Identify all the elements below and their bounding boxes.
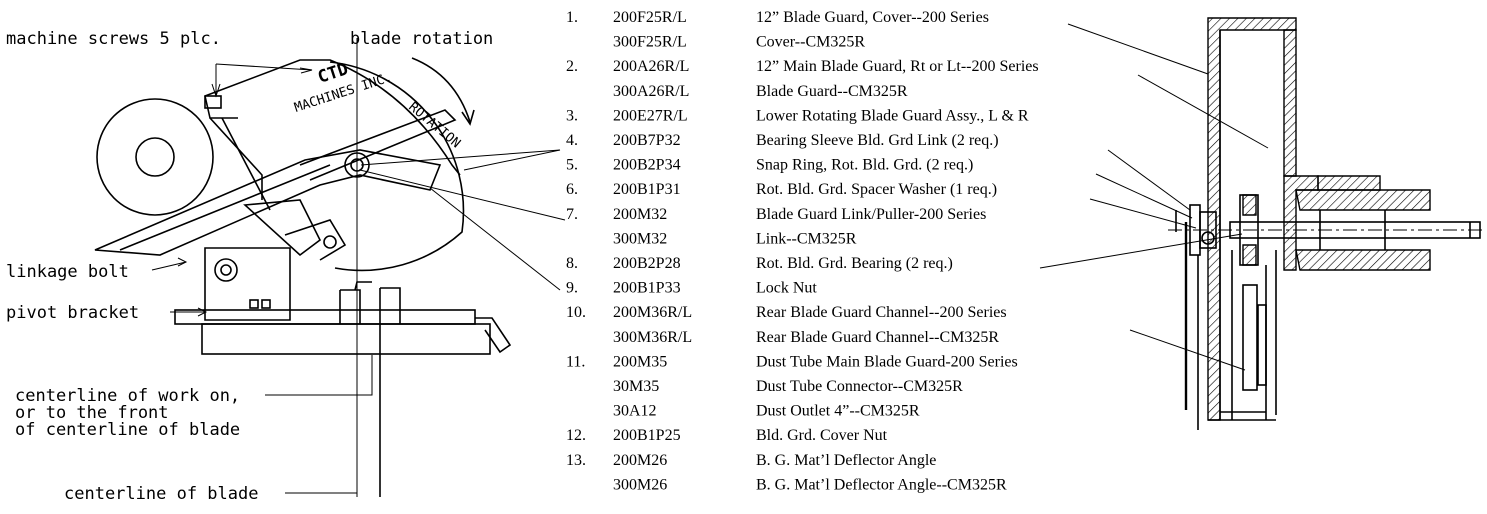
parts-row: 8. 200B2P28 Rot. Bld. Grd. Bearing (2 req.… [566,255,953,272]
screw-head [204,95,222,109]
rotation-mark: ROTATION [405,100,463,152]
pivot-bracket-shape [204,247,291,321]
part-number-index: 7. [566,206,578,223]
label-machine-screws: machine screws 5 plc. [6,29,221,49]
parts-row: 300A26R/L Blade Guard--CM325R [613,83,908,100]
part-description: Dust Tube Main Blade Guard-200 Series [756,353,1018,370]
part-description: Blade Guard Link/Puller-200 Series [756,206,986,223]
parts-row: 300M36R/L Rear Blade Guard Channel--CM325… [613,329,999,346]
label-centerline-work-3: of centerline of blade [15,420,240,440]
part-code: 200A26R/L [613,58,689,75]
label-centerline-blade: centerline of blade [64,484,258,504]
part-number-index: 3. [566,107,578,124]
parts-row: 11. 200M35 Dust Tube Main Blade Guard-200 … [566,353,1018,370]
parts-row: 30A12 Dust Outlet 4”--CM325R [613,403,920,420]
part-code: 200B2P34 [613,157,681,174]
part-code: 200E27R/L [613,107,688,124]
label-linkage-bolt: linkage bolt [6,262,129,282]
parts-row: 300M32 Link--CM325R [613,230,857,247]
part-code: 30M35 [613,378,659,395]
upper-guard-housing [204,59,461,176]
part-description: Rear Blade Guard Channel--CM325R [756,329,999,346]
part-code: 300M32 [613,230,667,247]
part-description: Link--CM325R [756,230,857,247]
part-number-index: 4. [566,132,578,149]
parts-row: 6. 200B1P31 Rot. Bld. Grd. Spacer Washer (… [566,181,997,198]
part-code: 200M35 [613,353,667,370]
part-description: Rot. Bld. Grd. Spacer Washer (1 req.) [756,181,997,198]
part-code: 300F25R/L [613,34,687,51]
part-description: Bearing Sleeve Bld. Grd Link (2 req.) [756,132,999,149]
motor-housing [96,98,214,216]
parts-row: 30M35 Dust Tube Connector--CM325R [613,378,963,395]
parts-row: 7. 200M32 Blade Guard Link/Puller-200 Seri… [566,206,986,223]
part-description: Snap Ring, Rot. Bld. Grd. (2 req.) [756,157,973,174]
part-number-index: 10. [566,304,586,321]
part-code: 300M36R/L [613,329,692,346]
part-code: 300M26 [613,476,667,493]
part-description: Rot. Bld. Grd. Bearing (2 req.) [756,255,953,272]
part-number-index: 5. [566,157,578,174]
parts-list: 1. 200F25R/L 12” Blade Guard, Cover--200 S… [566,9,1039,493]
part-description: 12” Blade Guard, Cover--200 Series [756,9,989,26]
parts-row: 2. 200A26R/L 12” Main Blade Guard, Rt or L… [566,58,1039,75]
part-code: 200M36R/L [613,304,692,321]
part-number-index: 12. [566,427,586,444]
parts-row: 4. 200B7P32 Bearing Sleeve Bld. Grd Link (… [566,132,999,149]
part-description: Bld. Grd. Cover Nut [756,427,888,444]
part-code: 200B1P25 [613,427,681,444]
part-description: Cover--CM325R [756,34,865,51]
part-description: Dust Tube Connector--CM325R [756,378,963,395]
parts-row: 13. 200M26 B. G. Mat’l Deflector Angle [566,452,936,469]
part-code: 200B2P28 [613,255,681,272]
part-code: 300A26R/L [613,83,689,100]
part-description: Rear Blade Guard Channel--200 Series [756,304,1007,321]
part-number-index: 8. [566,255,578,272]
part-code: 200M32 [613,206,667,223]
parts-row: 9. 200B1P33 Lock Nut [566,280,817,297]
part-description: Dust Outlet 4”--CM325R [756,403,920,420]
parts-row: 300F25R/L Cover--CM325R [613,34,865,51]
parts-row: 300M26 B. G. Mat’l Deflector Angle--CM325… [613,476,1007,493]
part-description: B. G. Mat’l Deflector Angle--CM325R [756,476,1007,493]
pivot-bolt [214,258,238,282]
parts-row: 3. 200E27R/L Lower Rotating Blade Guard As… [566,107,1029,124]
motor-hub [135,137,175,177]
part-code: 200B7P32 [613,132,681,149]
part-number-index: 6. [566,181,578,198]
label-blade-rotation: blade rotation [350,29,493,49]
blade-rotation-arrow [411,57,471,123]
parts-row: 5. 200B2P34 Snap Ring, Rot. Bld. Grd. (2 r… [566,157,973,174]
blade-arc [329,61,465,272]
label-centerline-work-1: centerline of work on, [15,386,240,406]
guard-cross-section [1168,17,1484,430]
part-description: Lower Rotating Blade Guard Assy., L & R [756,107,1029,124]
part-number-index: 11. [566,353,585,370]
part-number-index: 2. [566,58,578,75]
parts-row: 10. 200M36R/L Rear Blade Guard Channel--20… [566,304,1007,321]
saw-base [174,309,476,325]
part-number-index: 1. [566,9,578,26]
part-description: Blade Guard--CM325R [756,83,908,100]
part-number-index: 13. [566,452,586,469]
part-code: 200B1P31 [613,181,681,198]
part-description: 12” Main Blade Guard, Rt or Lt--200 Seri… [756,58,1039,75]
part-code: 200M26 [613,452,667,469]
label-centerline-work-2: or to the front [15,403,169,423]
part-number-index: 9. [566,280,578,297]
part-description: Lock Nut [756,280,817,297]
part-code: 30A12 [613,403,657,420]
part-code: 200F25R/L [613,9,687,26]
label-pivot-bracket: pivot bracket [6,303,139,323]
parts-row: 1. 200F25R/L 12” Blade Guard, Cover--200 S… [566,9,989,26]
part-description: B. G. Mat’l Deflector Angle [756,452,936,469]
part-code: 200B1P33 [613,280,681,297]
parts-row: 12. 200B1P25 Bld. Grd. Cover Nut [566,427,888,444]
